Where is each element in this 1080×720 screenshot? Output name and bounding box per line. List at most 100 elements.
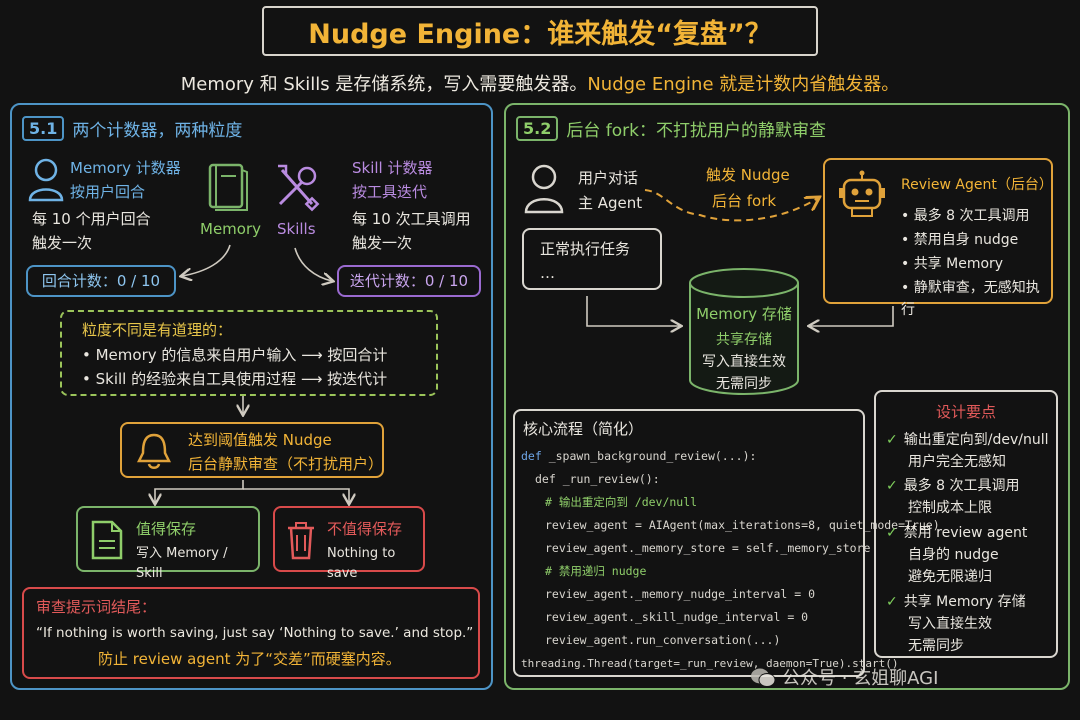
design-text: 用户完全无感知: [908, 454, 1006, 470]
nosave-title: 不值得保存: [327, 520, 403, 538]
code-comment: # 禁用递归 nudge: [545, 564, 647, 578]
task-line1: 正常执行任务: [540, 240, 631, 258]
memory-store: Memory 存储 共享存储 写入直接生效 无需同步: [690, 302, 798, 395]
code-line: review_agent.run_conversation(...): [545, 633, 781, 647]
prompt-ending-box: 审查提示词结尾： “If nothing is worth saving, ju…: [22, 587, 480, 679]
design-text: 共享 Memory 存储: [903, 594, 1026, 610]
check-icon: ✓: [886, 432, 898, 448]
user-icon: [26, 156, 66, 206]
code-title: 核心流程（简化）: [523, 420, 644, 438]
design-title: 设计要点: [935, 403, 996, 421]
code-line: threading.Thread(target=_run_review, dae…: [521, 657, 899, 670]
threshold-box: 达到阈值触发 Nudge 后台静默审查（不打扰用户）: [120, 422, 384, 478]
code-keyword: def: [521, 449, 542, 463]
turn-counter-badge: 回合计数：0 / 10: [26, 265, 176, 297]
code-line: def _spawn_background_review(...):: [521, 445, 756, 468]
granularity-note: 粒度不同是有道理的： • Memory 的信息来自用户输入 ⟶ 按回合计 • S…: [60, 310, 438, 396]
memory-store-title: Memory 存储: [696, 305, 792, 323]
memory-store-line2: 写入直接生效: [702, 354, 786, 370]
code-text: _spawn_background_review(...):: [541, 449, 757, 463]
memory-store-line3: 无需同步: [716, 376, 772, 392]
review-agent-item: • 最多 8 次工具调用: [901, 208, 1030, 224]
nosave-desc: Nothing to save: [327, 546, 396, 581]
design-text: 避免无限递归: [908, 569, 992, 585]
check-icon: ✓: [886, 525, 898, 541]
section-5-1-panel: [10, 103, 493, 690]
memory-counter-title: Memory 计数器: [70, 159, 181, 177]
save-outcome-box: 值得保存 写入 Memory / Skill: [76, 506, 260, 581]
threshold-line2: 后台静默审查（不打扰用户）: [188, 455, 384, 473]
code-block: 核心流程（简化） def _spawn_background_review(..…: [513, 409, 940, 677]
page-subtitle: Memory 和 Skills 是存储系统，写入需要触发器。Nudge Engi…: [0, 70, 1080, 96]
nosave-outcome-box: 不值得保存 Nothing to save: [273, 506, 425, 581]
arrow-to-save: [155, 480, 244, 503]
memory-counter-desc1: 每 10 个用户回合: [32, 210, 151, 228]
section-title: 后台 fork：不打扰用户的静默审查: [566, 121, 826, 141]
review-agent-item: • 静默审查，无感知执行: [901, 280, 1040, 318]
design-point: ✓最多 8 次工具调用: [886, 475, 1020, 497]
code-line: review_agent = AIAgent(max_iterations=8,…: [545, 518, 940, 532]
book-icon: [205, 162, 251, 216]
subtitle-part2: Nudge Engine 就是计数内省触发器。: [587, 74, 900, 95]
arrow-skills-to-count: [294, 247, 332, 281]
memory-counter-desc2: 触发一次: [32, 234, 93, 252]
review-agent-title: Review Agent（后台）: [901, 177, 1053, 193]
arrow-to-nosave: [243, 488, 349, 503]
prompt-quote: “If nothing is worth saving, just say ‘N…: [36, 625, 474, 641]
section-5-2-header: 5.2 后台 fork：不打扰用户的静默审查: [516, 116, 826, 141]
page-title: Nudge Engine：谁来触发“复盘”？: [262, 6, 818, 56]
section-tag: 5.1: [22, 116, 65, 141]
document-icon: [91, 520, 123, 560]
task-bubble: 正常执行任务 …: [522, 228, 662, 290]
skill-counter-subtitle: 按工具迭代: [352, 183, 428, 201]
memory-store-line1: 共享存储: [716, 332, 772, 348]
tools-icon: [272, 162, 322, 216]
memory-counter-subtitle: 按用户回合: [70, 183, 146, 201]
design-text: 自身的 nudge: [908, 547, 999, 563]
save-title: 值得保存: [136, 520, 197, 538]
iter-counter-badge: 迭代计数：0 / 10: [337, 265, 481, 297]
user-icon: [522, 162, 566, 218]
memory-icon-label: Memory: [200, 220, 262, 238]
design-point: ✓ 输出重定向到/dev/null: [886, 429, 1048, 451]
check-icon: ✓: [886, 594, 898, 610]
arrow-memory-to-count: [182, 244, 231, 276]
section-title: 两个计数器，两种粒度: [72, 121, 243, 141]
code-line: review_agent._skill_nudge_interval = 0: [545, 610, 809, 624]
memory-store-cylinder: [689, 268, 799, 395]
save-desc: 写入 Memory / Skill: [136, 546, 228, 581]
design-text: 输出重定向到/dev/null: [903, 432, 1049, 448]
trigger-line1: 触发 Nudge: [706, 166, 790, 184]
user-agent-line1: 用户对话: [578, 169, 639, 187]
code-comment: # 输出重定向到 /dev/null: [545, 495, 698, 509]
prompt-title: 审查提示词结尾：: [36, 598, 157, 616]
review-agent-box: Review Agent（后台） • 最多 8 次工具调用 • 禁用自身 nud…: [823, 158, 1053, 318]
skills-icon-label: Skills: [277, 220, 316, 238]
bell-icon: [136, 433, 172, 469]
section-tag: 5.2: [516, 116, 559, 141]
design-point: ✓ 禁用 review agent: [886, 522, 1027, 544]
task-line2: …: [540, 264, 555, 282]
granularity-line1: • Memory 的信息来自用户输入 ⟶ 按回合计: [82, 346, 388, 364]
trigger-line2: 后台 fork: [712, 192, 777, 210]
trash-icon: [288, 522, 314, 560]
design-text: 禁用 review agent: [903, 525, 1028, 541]
design-text: 最多 8 次工具调用: [903, 478, 1020, 494]
granularity-title: 粒度不同是有道理的：: [82, 321, 233, 339]
skill-counter-title: Skill 计数器: [352, 159, 433, 177]
subtitle-part1: Memory 和 Skills 是存储系统，写入需要触发器。: [180, 74, 588, 95]
arrow-task-to-store: [586, 296, 680, 326]
review-agent-item: • 禁用自身 nudge: [901, 232, 1019, 248]
arrow-review-to-store: [810, 306, 894, 326]
code-line: def _run_review():: [535, 472, 660, 486]
robot-icon: [839, 170, 885, 217]
skill-counter-desc2: 触发一次: [352, 234, 413, 252]
wechat-icon: [751, 668, 776, 687]
design-points-box: 设计要点 ✓输出重定向到/dev/null 用户完全无感知 ✓最多 8 次工具调…: [874, 390, 1058, 658]
design-point: ✓ 共享 Memory 存储: [886, 591, 1026, 613]
arrow-fork-to-review: [644, 189, 818, 222]
prompt-note: 防止 review agent 为了“交差”而硬塞内容。: [98, 650, 401, 668]
code-line: review_agent._memory_store = self._memor…: [545, 541, 871, 555]
code-line: review_agent._memory_nudge_interval = 0: [545, 587, 816, 601]
